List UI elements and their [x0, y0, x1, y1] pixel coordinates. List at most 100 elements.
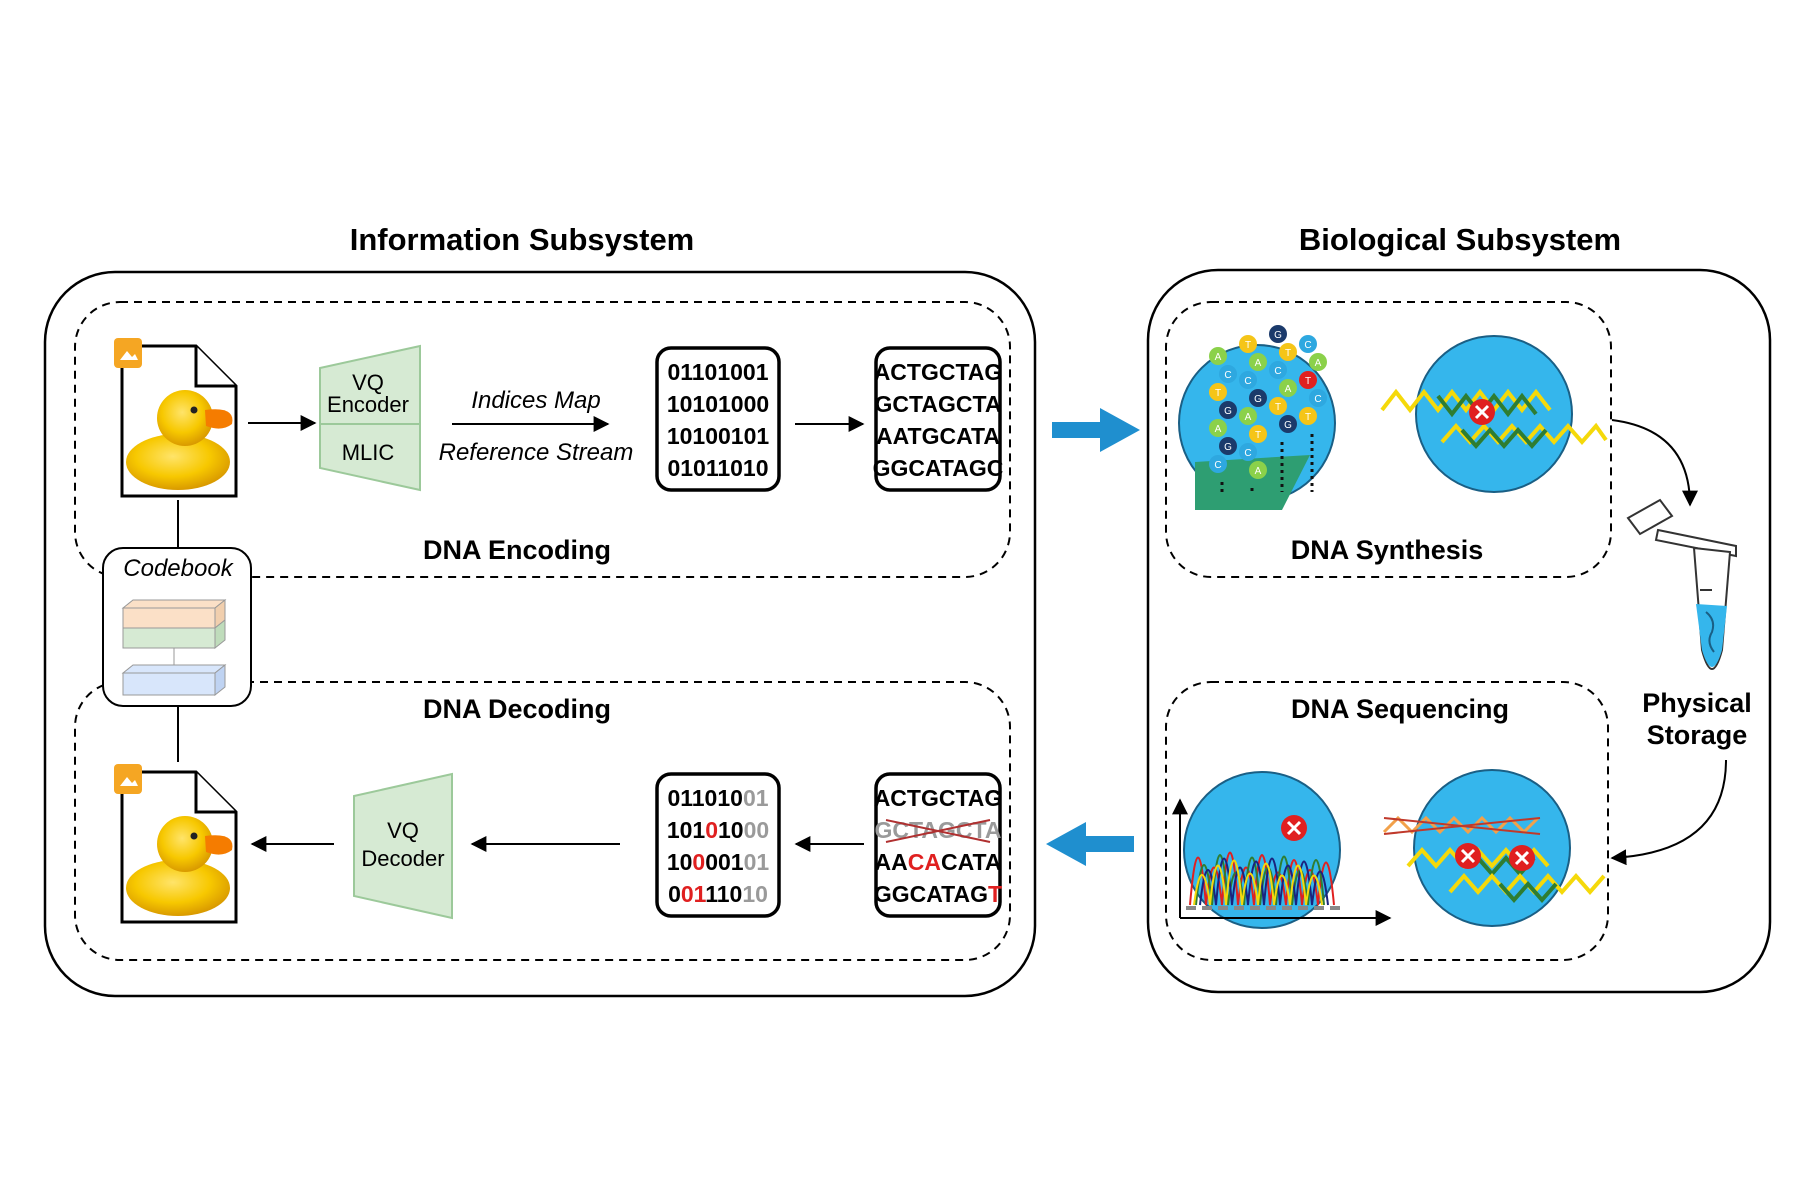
decoded-dna-text: ACTGCTAG GCTAGCTA AACACATA GGCATAGT	[874, 785, 1003, 907]
nucleotide-bead	[1239, 371, 1257, 389]
nucleotide-letter: C	[1244, 448, 1251, 459]
physical-storage-label-1: Physical	[1642, 688, 1752, 718]
nucleotide-letter: G	[1224, 442, 1232, 453]
nucleotide-letter: T	[1215, 388, 1221, 399]
encoded-bits-box	[655, 346, 781, 492]
sequencing-chromatogram-icon	[1172, 771, 1392, 929]
biological-subsystem-title: Biological Subsystem	[1299, 222, 1621, 257]
vq-encoder-block: VQ Encoder MLIC	[319, 344, 421, 492]
dna-row: ACTGCTAG	[874, 785, 1003, 811]
arrow-synthesis-to-storage	[1611, 419, 1698, 507]
codebook-label: Codebook	[123, 555, 234, 582]
dna-decoding-label: DNA Decoding	[423, 694, 611, 724]
error-x-icon	[1509, 845, 1535, 871]
synthesis-strands-icon	[1380, 335, 1608, 493]
rubber-duck-icon	[126, 816, 233, 916]
decoded-bits-text: 01101001 10101000 10000101 00111010	[667, 785, 770, 907]
bits-row: 10101000	[667, 391, 769, 417]
error-x-icon	[1281, 815, 1307, 841]
nucleotide-bead	[1279, 415, 1297, 433]
dna-synthesis-box	[1165, 301, 1612, 578]
sequencing-strands-icon	[1382, 769, 1606, 927]
arrow-storage-to-sequencing	[1610, 759, 1727, 866]
nucleotide-bead	[1269, 325, 1287, 343]
nucleotide-letter: A	[1215, 424, 1222, 435]
nucleotide-bead	[1219, 365, 1237, 383]
nucleotide-bead	[1209, 455, 1227, 473]
dna-sequencing-box	[1165, 681, 1609, 961]
bits-seg: 01	[743, 785, 769, 811]
nucleotide-letter: T	[1275, 402, 1281, 413]
nucleotide-bead	[1249, 389, 1267, 407]
bits-row: 00111010	[668, 881, 768, 907]
bits-row: 10000101	[667, 849, 770, 875]
image-badge-icon	[114, 338, 142, 368]
dna-seg: CATA	[941, 849, 1001, 875]
dna-row: GCTAGCTA	[875, 391, 1002, 417]
nucleotide-bead	[1219, 437, 1237, 455]
image-badge-icon	[114, 764, 142, 794]
mlic-label: MLIC	[342, 440, 395, 465]
dna-sequencing-label: DNA Sequencing	[1291, 694, 1509, 724]
dna-encoding-label: DNA Encoding	[423, 535, 611, 565]
nucleotide-bead	[1279, 343, 1297, 361]
bits-seg: 10	[718, 817, 744, 843]
bits-seg: 01	[744, 849, 770, 875]
dna-row: AACACATA	[875, 849, 1002, 875]
nucleotide-letter: G	[1274, 330, 1282, 341]
nucleotide-letter: A	[1315, 358, 1322, 369]
bits-seg: 01	[681, 881, 707, 907]
rubber-duck-icon	[126, 390, 233, 490]
nucleotide-bead	[1269, 361, 1287, 379]
nucleotide-bead	[1299, 371, 1317, 389]
codebook-stack-icon	[121, 598, 227, 697]
bits-seg: 0	[692, 849, 705, 875]
bits-seg: 101	[667, 817, 706, 843]
nucleotide-bead	[1209, 419, 1227, 437]
dna-seg: GGCATAG	[874, 881, 988, 907]
vq-decoder-label-1: VQ	[387, 818, 419, 843]
vq-encoder-label-1: VQ	[352, 370, 384, 395]
blue-arrow-to-biological	[1052, 408, 1140, 452]
nucleotide-bead	[1209, 383, 1227, 401]
codebook-panel: Codebook	[102, 547, 252, 707]
nucleotide-bead	[1309, 353, 1327, 371]
bits-seg: 011010	[667, 785, 742, 811]
nucleotide-letter: C	[1224, 370, 1231, 381]
physical-storage-label-2: Storage	[1647, 720, 1748, 750]
nucleotide-bead	[1269, 397, 1287, 415]
nucleotide-letter: T	[1255, 430, 1261, 441]
reference-stream-label: Reference Stream	[439, 439, 634, 466]
nucleotide-bead	[1209, 347, 1227, 365]
dna-row: GGCATAGC	[873, 455, 1004, 481]
nucleotide-letter: T	[1245, 340, 1251, 351]
encoded-bits-text: 01101001 10101000 10100101 01011010	[667, 359, 770, 481]
nucleotide-bead	[1219, 401, 1237, 419]
bits-seg: 00	[744, 817, 770, 843]
nucleotide-letter: A	[1255, 358, 1262, 369]
dna-row: ACTGCTAG	[874, 359, 1003, 385]
nucleotide-bead	[1309, 389, 1327, 407]
dna-encoding-box	[74, 301, 1011, 578]
bits-row: 01101001	[667, 359, 768, 385]
dna-decoding-box	[74, 681, 1011, 961]
nucleotide-letter: A	[1215, 352, 1222, 363]
bits-row: 01011010	[667, 455, 768, 481]
indices-map-label: Indices Map	[471, 387, 600, 414]
nucleotide-letter: A	[1245, 412, 1252, 423]
encoded-dna-box	[874, 346, 1002, 492]
bits-row: 10100101	[667, 423, 770, 449]
output-image-file	[114, 764, 238, 924]
storage-tube-icon	[1626, 498, 1737, 670]
bits-seg: 0	[668, 881, 681, 907]
vq-decoder-block: VQ Decoder	[353, 772, 453, 920]
bits-seg: 110	[705, 881, 742, 907]
nucleotide-letter: C	[1214, 460, 1221, 471]
information-subsystem-box	[43, 270, 1037, 998]
nucleotide-letter: G	[1284, 420, 1292, 431]
nucleotide-letter: G	[1224, 406, 1232, 417]
nucleotide-bead	[1249, 461, 1267, 479]
nucleotide-letter: C	[1304, 340, 1311, 351]
decoded-dna-box	[874, 772, 1002, 918]
